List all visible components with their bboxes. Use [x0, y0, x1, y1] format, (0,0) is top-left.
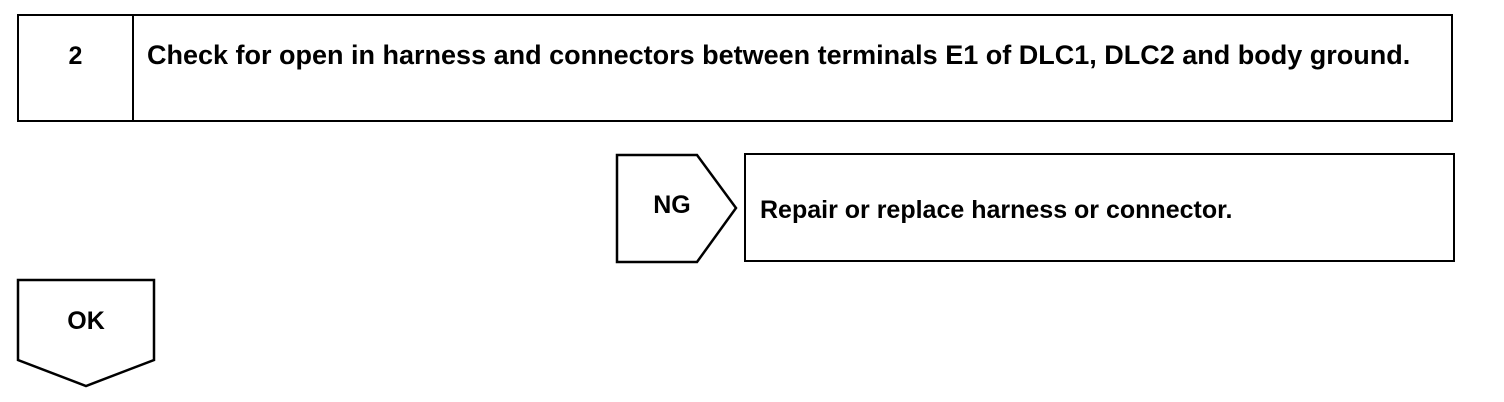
step-instruction: Check for open in harness and connectors… [147, 40, 1411, 70]
ng-label: NG [653, 191, 691, 219]
check-step-box: 2 Check for open in harness and connecto… [17, 14, 1453, 122]
ng-action-text: Repair or replace harness or connector. [760, 196, 1233, 224]
ng-arrow-shape [615, 153, 738, 264]
step-number: 2 [19, 16, 134, 120]
ok-label: OK [67, 307, 105, 335]
ok-arrow-shape [16, 278, 156, 388]
ng-result-box: Repair or replace harness or connector. [744, 153, 1455, 262]
